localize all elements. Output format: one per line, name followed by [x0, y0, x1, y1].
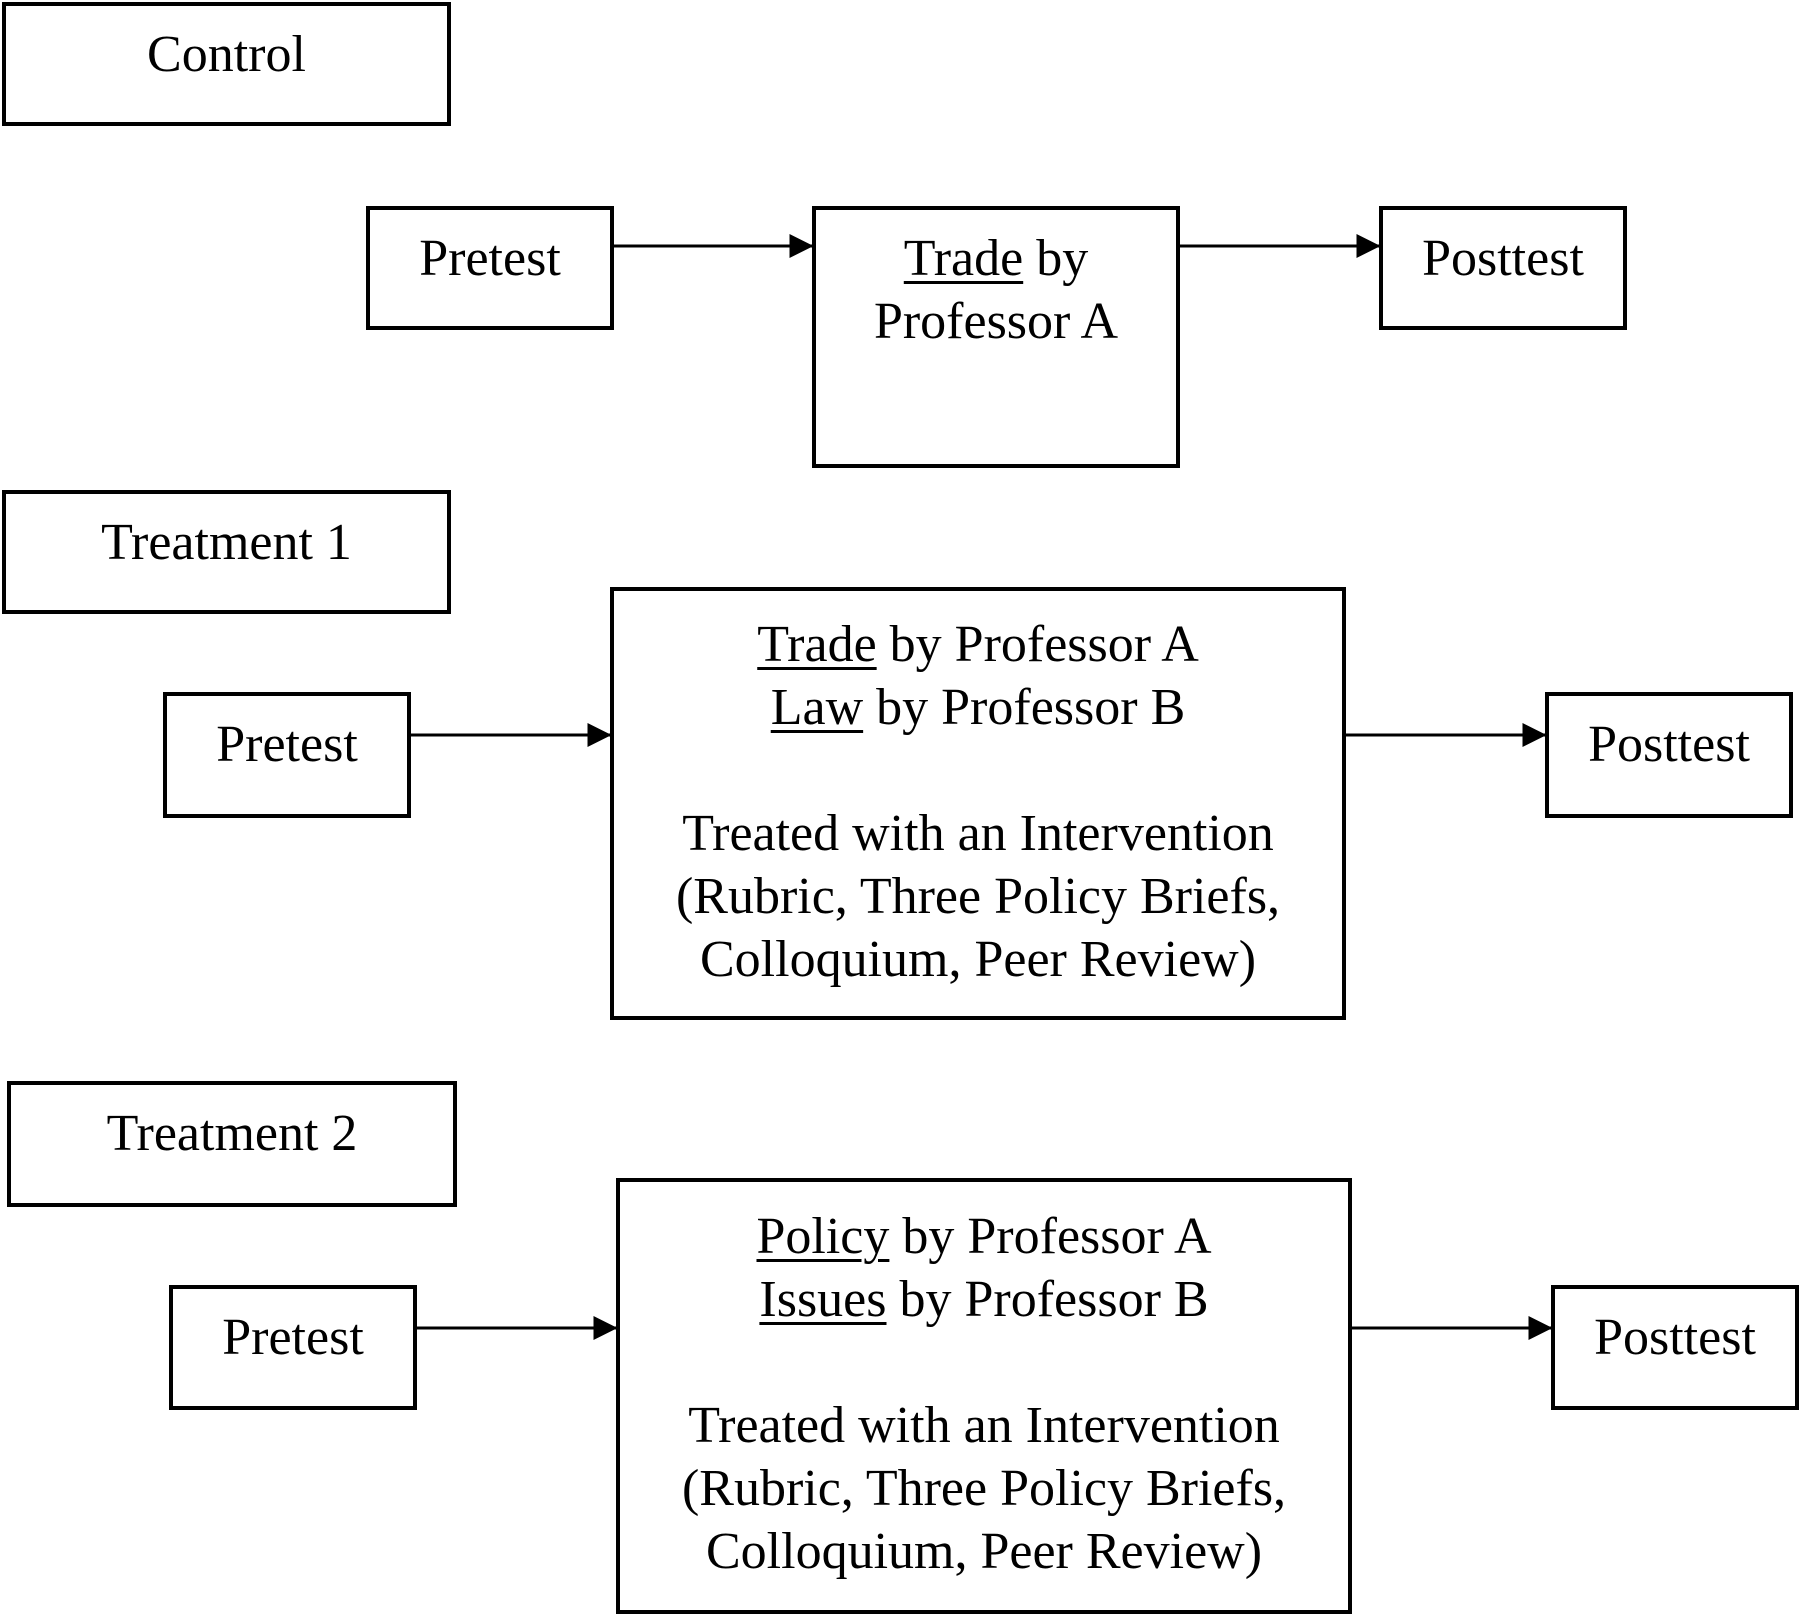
treatment2-course1-name: Policy	[756, 1208, 890, 1265]
control-pretest-box: Pretest	[366, 206, 614, 330]
treatment2-course-box: Policy by Professor A Issues by Professo…	[616, 1178, 1352, 1614]
control-label-box: Control	[2, 2, 451, 126]
treatment2-label: Treatment 2	[106, 1105, 358, 1162]
treatment2-label-box: Treatment 2	[7, 1081, 457, 1207]
treatment2-intervention-line2: (Rubric, Three Policy Briefs,	[681, 1460, 1287, 1517]
treatment1-course-box: Trade by Professor A Law by Professor B …	[610, 587, 1346, 1020]
treatment2-course2-professor: by Professor B	[886, 1271, 1209, 1328]
treatment1-course-line1: Trade by Professor A	[614, 613, 1342, 676]
treatment1-label: Treatment 1	[101, 514, 352, 571]
control-posttest-box: Posttest	[1379, 206, 1627, 330]
treatment1-pretest-box: Pretest	[163, 692, 411, 818]
control-course-line1: Trade by	[816, 227, 1176, 290]
treatment2-posttest-label: Posttest	[1594, 1309, 1756, 1366]
treatment1-course1-name: Trade	[757, 616, 877, 673]
treatment2-course2-name: Issues	[759, 1271, 887, 1328]
treatment2-pretest-box: Pretest	[169, 1285, 417, 1410]
treatment1-posttest-box: Posttest	[1545, 692, 1793, 818]
treatment2-posttest-box: Posttest	[1551, 1285, 1799, 1410]
treatment1-course2-professor: by Professor B	[863, 679, 1186, 736]
control-posttest-label: Posttest	[1422, 230, 1584, 287]
treatment2-course-line1: Policy by Professor A	[620, 1205, 1348, 1268]
control-course-by: by	[1023, 230, 1089, 287]
treatment2-course1-professor: by Professor A	[889, 1208, 1212, 1265]
treatment2-pretest-label: Pretest	[222, 1309, 364, 1366]
treatment1-course-line2: Law by Professor B	[614, 676, 1342, 739]
treatment1-posttest-label: Posttest	[1588, 716, 1750, 773]
treatment1-course2-name: Law	[770, 679, 864, 736]
treatment1-intervention-line2: (Rubric, Three Policy Briefs,	[675, 868, 1281, 925]
control-course-professor: Professor A	[873, 293, 1119, 350]
treatment1-intervention-line3: Colloquium, Peer Review)	[699, 931, 1257, 988]
control-pretest-label: Pretest	[419, 230, 561, 287]
treatment1-pretest-label: Pretest	[216, 716, 358, 773]
control-label: Control	[147, 26, 306, 83]
treatment2-intervention-line3: Colloquium, Peer Review)	[705, 1523, 1263, 1580]
treatment1-course1-professor: by Professor A	[876, 616, 1199, 673]
control-course-name: Trade	[903, 230, 1024, 287]
treatment1-label-box: Treatment 1	[2, 490, 451, 614]
treatment2-intervention-line1: Treated with an Intervention	[688, 1397, 1280, 1454]
control-course-box: Trade by Professor A	[812, 206, 1180, 468]
treatment2-course-line2: Issues by Professor B	[620, 1268, 1348, 1331]
treatment1-intervention-line1: Treated with an Intervention	[682, 805, 1274, 862]
